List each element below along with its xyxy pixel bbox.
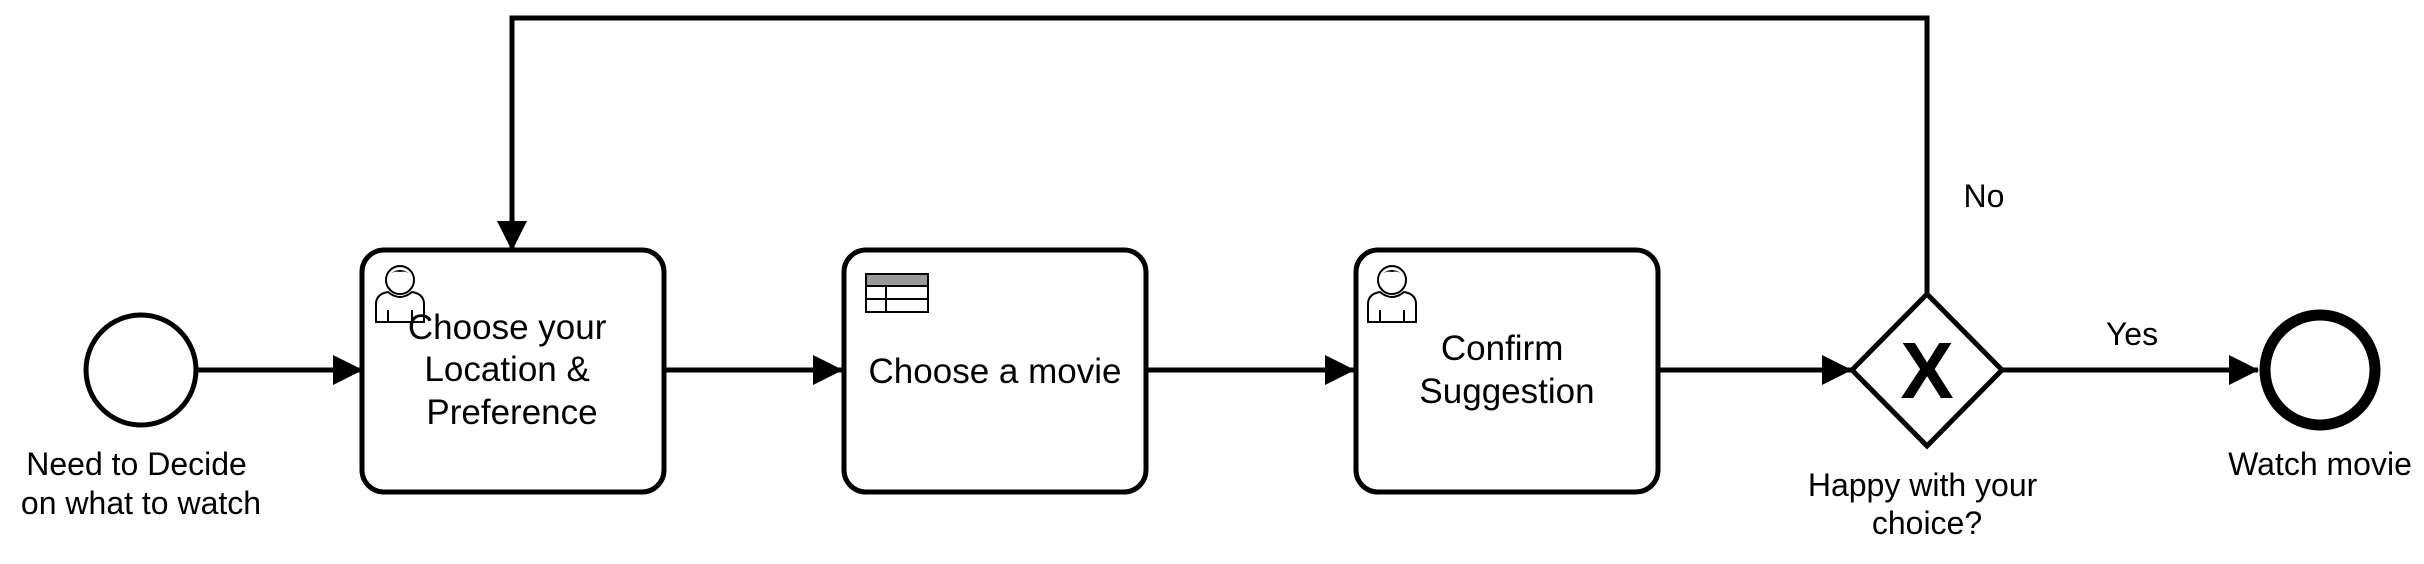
user-icon: [1367, 265, 1417, 323]
start-event[interactable]: [83, 312, 199, 428]
task-confirm-suggestion[interactable]: Confirm Suggestion: [1353, 247, 1661, 495]
end-event[interactable]: [2259, 309, 2381, 431]
start-event-label: Need to Decide on what to watch: [21, 446, 261, 521]
table-icon: [865, 273, 929, 313]
flow-gateway-no[interactable]: [497, 15, 1930, 294]
end-event-label: Watch movie: [2228, 446, 2412, 482]
flow-label-no: No: [1964, 178, 2005, 214]
task-label: Choose your Location & Preference: [408, 308, 616, 432]
exclusive-gateway[interactable]: X: [1848, 290, 2006, 450]
task-label: Choose a movie: [869, 352, 1122, 391]
task-label: Confirm Suggestion: [1419, 329, 1594, 411]
user-icon: [375, 265, 425, 323]
task-choose-location-preference[interactable]: Choose your Location & Preference: [359, 247, 667, 495]
task-choose-a-movie[interactable]: Choose a movie: [841, 247, 1149, 495]
gateway-label: Happy with your choice?: [1808, 467, 2046, 541]
flow-label-yes: Yes: [2106, 316, 2158, 352]
gateway-marker: X: [1900, 326, 1953, 415]
